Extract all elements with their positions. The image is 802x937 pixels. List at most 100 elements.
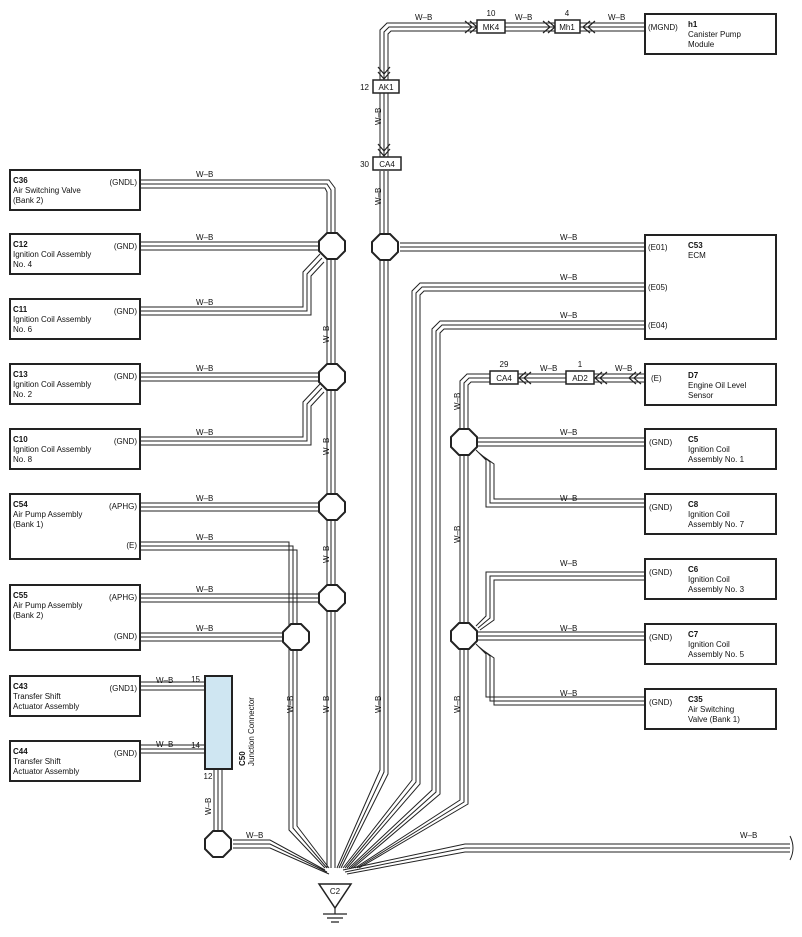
wire-labels: W–B W–B W–B W–B W–B W–B W–B W–B W–B W–B …	[156, 13, 757, 840]
component-code: C12	[13, 240, 28, 249]
splice-node	[450, 622, 478, 650]
pin-label: (E)	[651, 374, 662, 383]
wire-label: W–B	[196, 170, 213, 179]
connector-pin: 1	[578, 360, 583, 369]
wire-label: W–B	[374, 188, 383, 205]
connector-code: MK4	[483, 23, 500, 32]
wire-label: W–B	[560, 689, 577, 698]
connector-code: Mh1	[559, 23, 575, 32]
component-code: C13	[13, 370, 28, 379]
splice-node	[318, 363, 346, 391]
connector-mk4: MK4 10	[476, 9, 506, 34]
pin-label: (GND)	[649, 438, 672, 447]
wire-label: W–B	[560, 273, 577, 282]
component-code: C10	[13, 435, 28, 444]
pin-label: (E01)	[648, 243, 668, 252]
junction-connector-c50: 15 14 12 C50 Junction Connector	[191, 675, 256, 781]
component-name: Assembly No. 5	[688, 650, 745, 659]
wire-label: W–B	[540, 364, 557, 373]
pin-label: (APHG)	[109, 502, 137, 511]
ground-symbol: C2	[317, 883, 353, 923]
connector-ca4-top: CA4 30	[360, 156, 402, 171]
left-components: C36 Air Switching Valve (Bank 2) (GNDL) …	[9, 169, 141, 782]
connector-mh1: Mh1 4	[554, 9, 581, 34]
connector-pin: 30	[360, 160, 369, 169]
wire-label: W–B	[615, 364, 632, 373]
pin-label: (GND)	[649, 698, 672, 707]
pin-label: (GND)	[114, 372, 137, 381]
splice-node	[318, 584, 346, 612]
pin-label: (GND)	[114, 242, 137, 251]
component-name: Ignition Coil Assembly	[13, 250, 91, 259]
component-name: (Bank 2)	[13, 196, 44, 205]
component-code: C11	[13, 305, 28, 314]
wire-label: W–B	[560, 311, 577, 320]
component-c12: C12 Ignition Coil Assembly No. 4 (GND)	[9, 233, 141, 275]
right-components: (MGND) h1 Canister Pump Module (E01) (E0…	[644, 13, 777, 730]
inline-connectors: MK4 10 Mh1 4 AK1 12 CA4 30 CA4 29 AD2 1	[360, 9, 595, 385]
component-c13: C13 Ignition Coil Assembly No. 2 (GND)	[9, 363, 141, 405]
arrow-icon	[377, 143, 391, 157]
component-code: D7	[688, 371, 699, 380]
wire-label: W–B	[453, 393, 462, 410]
component-name: No. 2	[13, 390, 33, 399]
wire-label: W–B	[196, 233, 213, 242]
component-code: C6	[688, 565, 699, 574]
component-name: Ignition Coil	[688, 445, 730, 454]
wire-label: W–B	[322, 438, 331, 455]
pin-label: (GND)	[114, 437, 137, 446]
pin-label: (GND)	[114, 307, 137, 316]
pin-label: (MGND)	[648, 23, 678, 32]
component-name: ECM	[688, 251, 706, 260]
wire-label: W–B	[196, 585, 213, 594]
component-name: Ignition Coil Assembly	[13, 315, 91, 324]
component-c43: C43 Transfer Shift Actuator Assembly (GN…	[9, 675, 141, 717]
splice-node	[371, 233, 399, 261]
arrow-icon	[377, 66, 391, 80]
component-name: Module	[688, 40, 715, 49]
wire-label: W–B	[196, 624, 213, 633]
component-name: Ignition Coil	[688, 575, 730, 584]
component-code: C53	[688, 241, 703, 250]
component-name: Transfer Shift	[13, 692, 61, 701]
component-code: C54	[13, 500, 28, 509]
splice-node	[450, 428, 478, 456]
connector-pin: 15	[191, 675, 200, 684]
wire-label: W–B	[560, 559, 577, 568]
wire-label: W–B	[196, 298, 213, 307]
wire-label: W–B	[608, 13, 625, 22]
component-h1: (MGND) h1 Canister Pump Module	[644, 13, 777, 55]
wire-label: W–B	[374, 696, 383, 713]
connector-pin: 4	[565, 9, 570, 18]
component-name: Ignition Coil Assembly	[13, 445, 91, 454]
component-name: Air Pump Assembly	[13, 510, 82, 519]
wire-label: W–B	[322, 696, 331, 713]
wire-label: W–B	[156, 740, 173, 749]
connector-code: CA4	[496, 374, 512, 383]
component-name: Valve (Bank 1)	[688, 715, 740, 724]
wire-label: W–B	[453, 696, 462, 713]
wire-label: W–B	[196, 428, 213, 437]
pin-label: (GND)	[114, 749, 137, 758]
wire-label: W–B	[322, 546, 331, 563]
splice-node	[282, 623, 310, 651]
pin-label: (GND)	[649, 503, 672, 512]
connector-ak1: AK1 12	[360, 79, 400, 94]
pin-label: (GND)	[114, 632, 137, 641]
component-name: No. 8	[13, 455, 33, 464]
component-c36: C36 Air Switching Valve (Bank 2) (GNDL)	[9, 169, 141, 211]
component-code: C5	[688, 435, 699, 444]
wire-label: W–B	[374, 108, 383, 125]
wire-label: W–B	[196, 533, 213, 542]
junction-name: Junction Connector	[247, 697, 256, 766]
connector-pin: 10	[487, 9, 496, 18]
component-code: C36	[13, 176, 28, 185]
wire-label: W–B	[286, 696, 295, 713]
pin-label: (E05)	[648, 283, 668, 292]
wires	[140, 22, 794, 875]
pin-label: (GNDL)	[109, 178, 137, 187]
component-c53: (E01) (E05) (E04) C53 ECM	[644, 234, 777, 340]
connector-code: AK1	[378, 83, 394, 92]
component-code: C8	[688, 500, 699, 509]
